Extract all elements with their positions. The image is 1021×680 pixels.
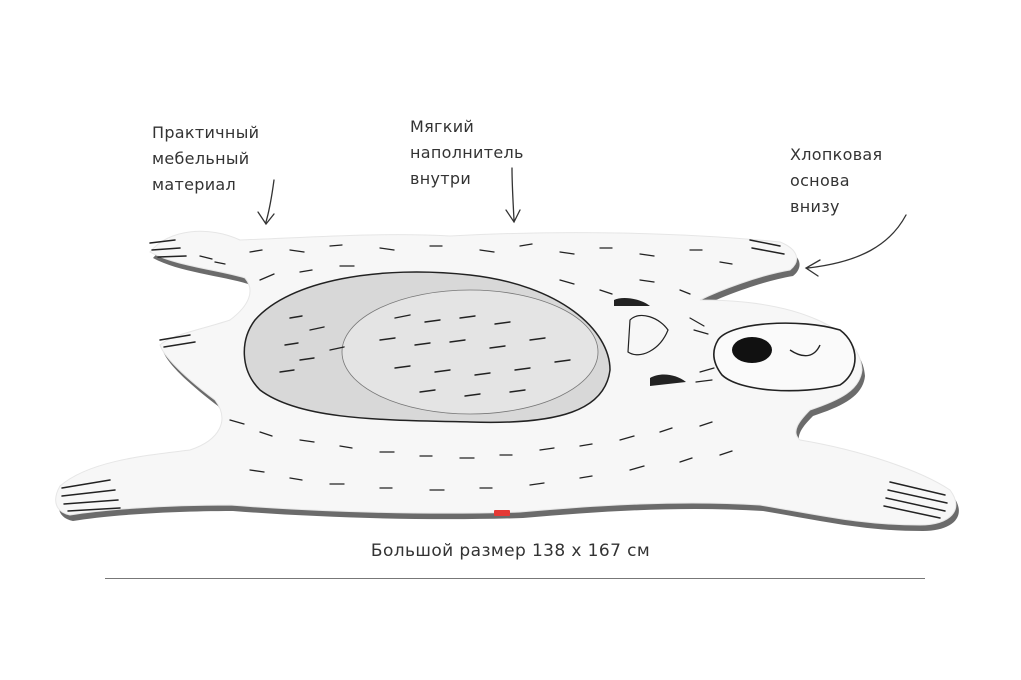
belly-inner: [341, 289, 599, 415]
ear-left: [627, 315, 669, 356]
eye-right: [650, 374, 686, 386]
mouth: [789, 344, 821, 357]
eye-left: [614, 298, 650, 306]
paw-claws: [61, 239, 948, 519]
snout: [713, 322, 856, 392]
size-caption: Большой размер 138 х 167 см: [370, 541, 651, 561]
arrow-middle: [505, 167, 521, 224]
body-fur-strokes: [199, 243, 733, 491]
brand-tag: [494, 510, 510, 516]
belly-fur-strokes: [279, 314, 571, 397]
arrow-left: [257, 179, 275, 226]
arrow-right: [804, 214, 907, 277]
divider-line: [105, 578, 925, 579]
annotation-soft-filling: Мягкий наполнитель внутри: [410, 117, 524, 188]
annotation-furniture-material: Практичный мебельный материал: [152, 123, 260, 194]
annotation-cotton-base: Хлопковая основа внизу: [790, 145, 883, 216]
nose: [732, 337, 772, 363]
bear-face: [614, 298, 856, 392]
